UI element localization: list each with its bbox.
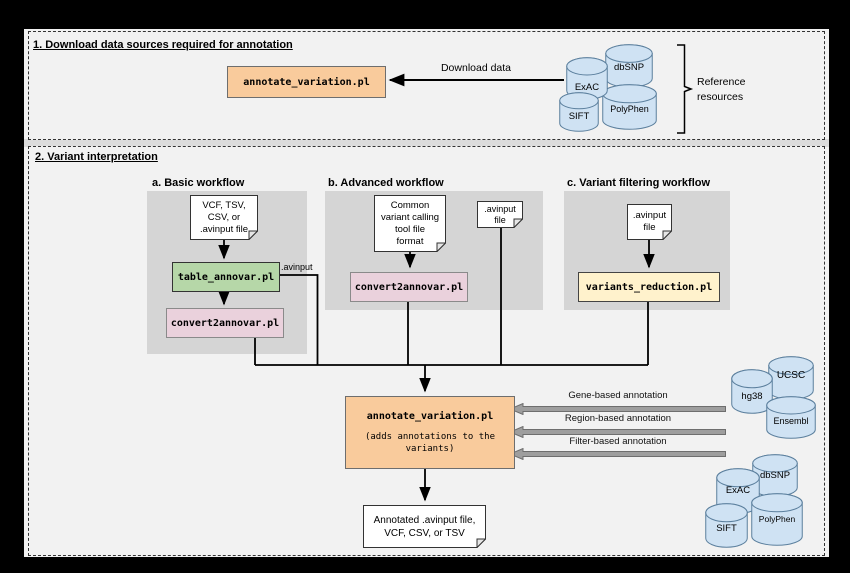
reference-resources-label: Reference resources [697, 76, 746, 103]
db-cylinder-polyphen: PolyPhen [602, 84, 657, 130]
tool-label: convert2annovar.pl [170, 317, 280, 329]
db-cylinder-sift-2: SIFT [705, 503, 748, 548]
section-2-title: 2. Variant interpretation [35, 151, 158, 163]
basic-input-document: VCF, TSV, CSV, or .avinput file [190, 195, 258, 240]
doc-text: Common variant calling tool file format [380, 199, 440, 247]
region-annotation-arrow-icon [508, 425, 726, 443]
db-label-exac: ExAC [574, 81, 600, 93]
filtering-workflow-title: c. Variant filtering workflow [567, 177, 711, 189]
db-label-dbsnp-2: dbSNP [759, 470, 791, 482]
db-label-polyphen-2: PolyPhen [758, 514, 796, 525]
basic-workflow-title: a. Basic workflow [152, 177, 245, 189]
advanced-avinput-document: .avinput file [477, 201, 523, 228]
db-cylinder-polyphen-2: PolyPhen [751, 493, 803, 546]
annotate-variation-main-box: annotate_variation.pl (adds annotations … [345, 396, 515, 469]
variants-reduction-box: variants_reduction.pl [578, 272, 720, 302]
tool-label: convert2annovar.pl [354, 281, 464, 293]
db-cylinder-sift: SIFT [559, 92, 599, 132]
db-label-hg38: hg38 [741, 390, 763, 402]
db-label-sift-2: SIFT [716, 522, 737, 534]
filter-annotation-label: Filter-based annotation [569, 436, 667, 447]
db-cylinder-dbsnp-2: dbSNP [752, 454, 798, 497]
tool-label: table_annovar.pl [177, 271, 275, 283]
db-cylinder-dbsnp: dbSNP [605, 44, 653, 88]
filter-annotation-arrow-icon [508, 447, 726, 465]
gene-annotation-label: Gene-based annotation [568, 390, 668, 401]
section-1-title: 1. Download data sources required for an… [33, 39, 293, 51]
output-document: Annotated .avinput file, VCF, CSV, or TS… [363, 505, 486, 548]
table-annovar-box: table_annovar.pl [172, 262, 280, 292]
db-label-polyphen: PolyPhen [610, 104, 649, 115]
doc-text: .avinput file [632, 210, 667, 233]
advanced-workflow-title: b. Advanced workflow [328, 177, 444, 189]
gene-annotation-arrow-icon [508, 402, 726, 420]
db-label-ucsc: UCSC [776, 370, 806, 382]
db-label-ensembl: Ensembl [773, 415, 809, 426]
filtering-input-document: .avinput file [627, 204, 672, 240]
db-cylinder-ensembl: Ensembl [766, 396, 816, 439]
db-cylinder-exac: ExAC [566, 57, 608, 100]
download-data-label: Download data [440, 62, 512, 74]
db-label-exac-2: ExAC [725, 485, 751, 497]
section-divider [24, 139, 829, 147]
db-label-dbsnp: dbSNP [613, 61, 645, 73]
tool-label: annotate_variation.pl [366, 410, 494, 422]
convert2annovar-advanced-box: convert2annovar.pl [350, 272, 468, 302]
doc-text: Annotated .avinput file, VCF, CSV, or TS… [373, 514, 476, 539]
db-cylinder-ucsc: UCSC [768, 356, 814, 400]
tool-sublabel: (adds annotations to the variants) [364, 431, 496, 454]
advanced-input-document: Common variant calling tool file format [374, 195, 446, 252]
tool-label: variants_reduction.pl [585, 281, 713, 293]
convert2annovar-basic-box: convert2annovar.pl [166, 308, 284, 338]
tool-label: annotate_variation.pl [243, 76, 370, 88]
db-label-sift: SIFT [568, 111, 590, 123]
doc-text: VCF, TSV, CSV, or .avinput file [199, 199, 249, 235]
db-cylinder-hg38: hg38 [731, 369, 773, 414]
avinput-edge-label: .avinput [281, 262, 313, 272]
annotate-variation-download-box: annotate_variation.pl [227, 66, 386, 98]
region-annotation-label: Region-based annotation [564, 413, 672, 424]
doc-text: .avinput file [484, 204, 516, 225]
